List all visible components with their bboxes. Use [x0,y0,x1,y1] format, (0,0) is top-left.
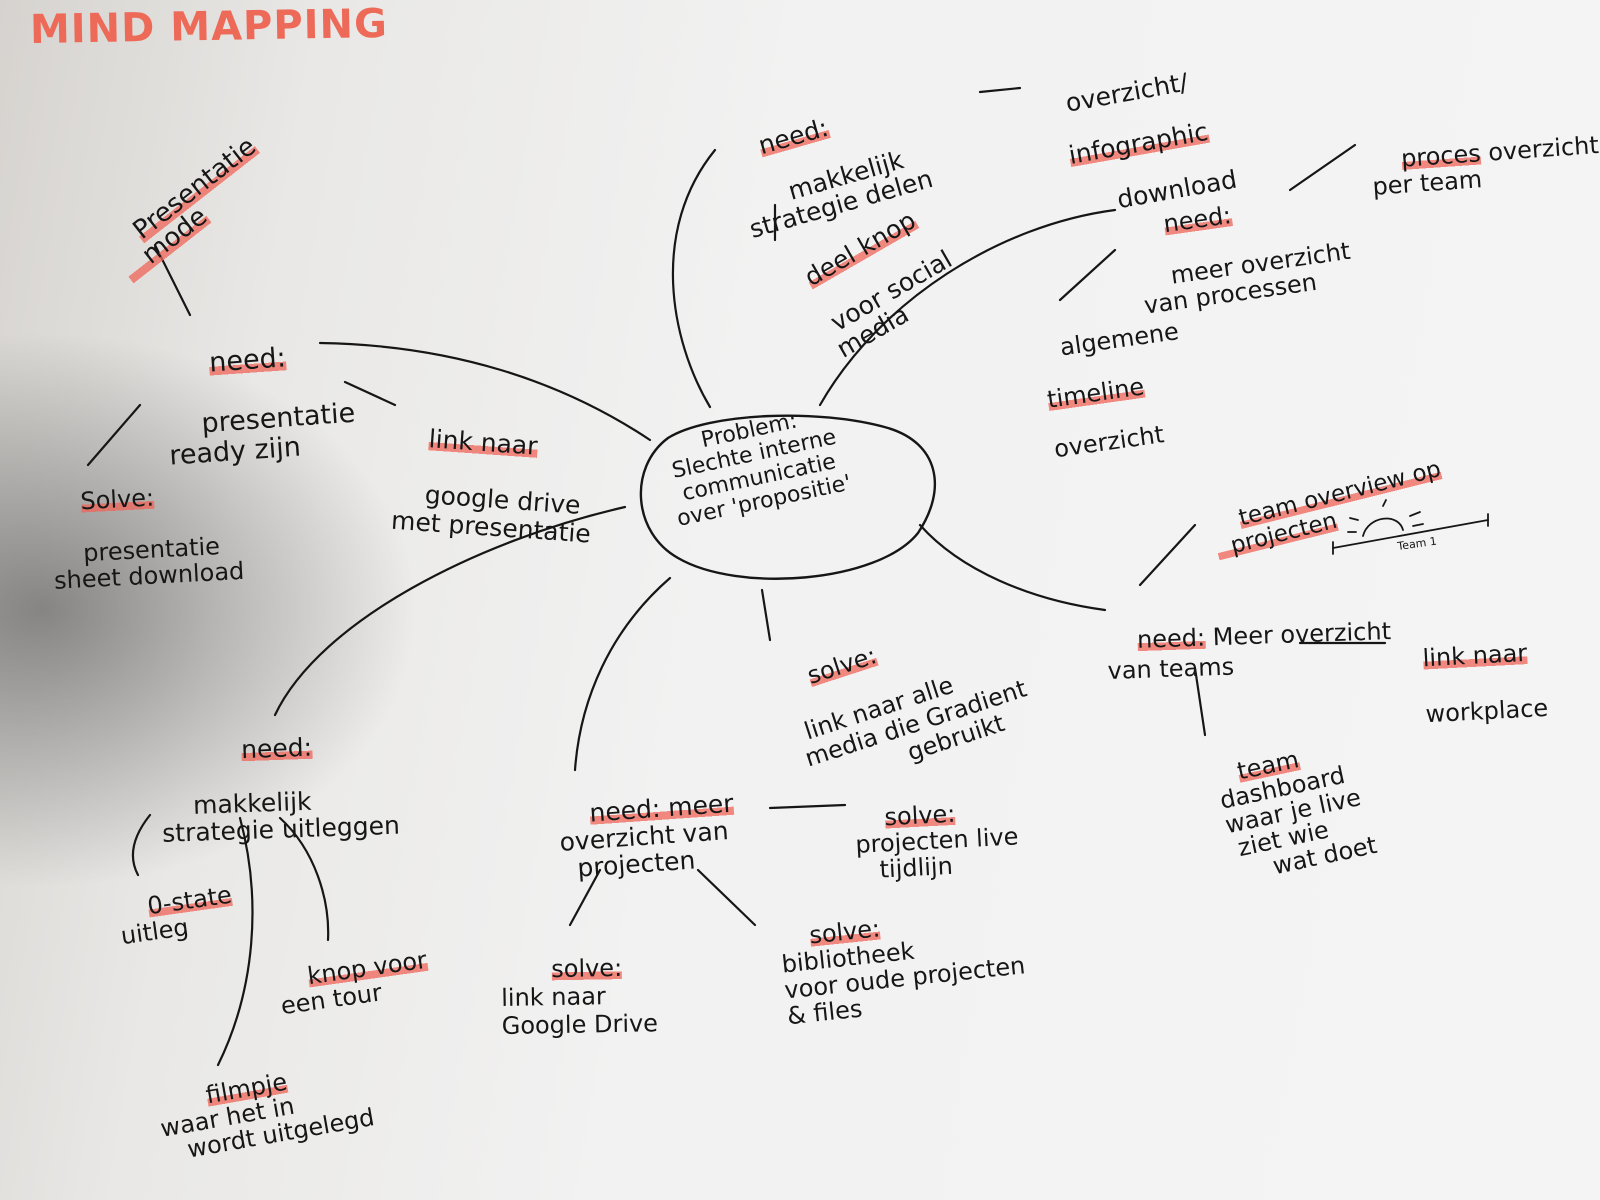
line-projecten-gdrive [568,868,602,927]
central-bubble [639,414,937,580]
line-center-projecten [573,576,672,772]
solve-google-drive: solve: link naar Google Drive [500,925,659,1068]
solve-label: solve: [803,641,880,690]
link-text: google drive met presentatie [390,480,592,549]
knop-tour: knop voor een tour [272,921,436,1045]
workplace-text: workplace [1424,693,1549,729]
link-google-drive: link naar google drive met presentatie [388,395,599,577]
link-workplace: link naar workplace [1390,610,1550,758]
ostate-label: 0-state [145,880,234,921]
solve-label: solve: [550,953,623,984]
line-uitleggen-knop [278,816,330,942]
line-presentatie-drive [343,380,397,407]
solve-text: presentatie sheet download [53,532,245,595]
solve-bibliotheek: solve: bibliotheek voor oude projecten &… [775,875,1032,1055]
need-label: need: [240,732,313,765]
line-projecten-tijdlijn [768,803,847,810]
link-label: link naar [427,424,539,461]
zero-state-uitleg: 0-state uitleg [112,856,241,975]
line-delen-overzicht [978,86,1022,94]
need-label: need: [755,112,832,161]
line-processen-timeline [1058,248,1117,302]
need-label: need: [208,342,287,379]
algemene-timeline: algemene timeline overzicht [1005,294,1198,491]
timeline-text: overzicht [1052,420,1166,464]
line-center-delen [671,148,717,409]
proces-overzicht: proces overzicht per team [1368,106,1600,226]
line-center-teams [918,523,1107,612]
line-center-processen [818,208,1117,407]
line-center-presentatie [318,341,652,442]
line-center-media [760,588,772,642]
line-center-uitleggen [273,505,627,717]
line-presentatie-solve [86,403,142,467]
line-projecten-bieb [696,868,757,927]
need-label: need: [1161,201,1233,239]
solve-label: Solve: [79,483,155,516]
team-label: Team 1 [1396,535,1438,554]
overzicht-label: overzicht/ [1063,67,1191,118]
line-processen-proces [1288,143,1357,192]
timeline-label: timeline [1045,372,1146,414]
need-text: makkelijk strategie uitleggen [161,786,401,848]
team-timeline-sketch: Team 1 [1332,499,1489,555]
timeline-head: algemene [1058,317,1181,362]
solve-sheet-download: Solve: presentatie sheet download [48,454,246,620]
need-label: need: [1136,623,1206,654]
need-projecten: need: meer overzicht van projecten [555,763,740,910]
workplace-head: link naar [1421,638,1528,673]
line-teams-dashboard [1193,666,1207,737]
line-uitleggen-ostate [132,813,152,877]
line-uitleggen-filmpje [216,816,254,1067]
need-teams: need: Meer overzicht van teams [1105,586,1394,716]
line-teams-overview [1138,523,1197,587]
need-strategie-uitleggen: need: makkelijk strategie uitleggen [158,704,401,874]
infographic-label: infographic [1066,116,1211,170]
